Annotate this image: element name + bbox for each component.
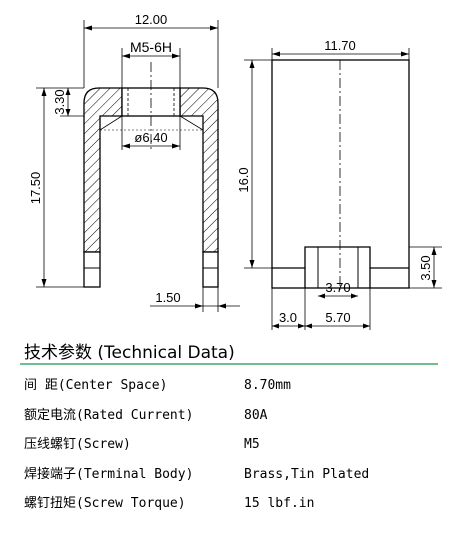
spec-row-rated-current: 额定电流(Rated Current) 80A: [24, 404, 267, 423]
spec-row-terminal-body: 焊接端子(Terminal Body) Brass,Tin Plated: [24, 463, 369, 482]
spec-row-screw: 压线螺钉(Screw) M5: [24, 433, 260, 452]
side-step-height-dim: 3.50: [418, 255, 433, 280]
side-view-step: [272, 246, 409, 269]
side-slot-dim: 5.70: [325, 310, 350, 325]
spec-value: 15 lbf.in: [244, 496, 315, 511]
spec-value: 8.70mm: [244, 378, 291, 393]
section-divider: [20, 363, 438, 365]
spec-value: 80A: [244, 408, 268, 423]
front-height-dim: 17.50: [28, 172, 43, 205]
front-view: 12.00 M5-6H 3.30 ø6.40 17.50: [28, 12, 240, 312]
side-view: 11.70 16.0 3.50 3.70 3.0 5.70: [236, 38, 442, 330]
front-right-leg: [202, 251, 219, 288]
front-width-dim: 12.00: [135, 12, 168, 27]
side-height-dim: 16.0: [236, 167, 251, 192]
side-left-offset-dim: 3.0: [279, 310, 297, 325]
spec-value: Brass,Tin Plated: [244, 467, 370, 482]
spec-label: 间 距(Center Space): [24, 378, 168, 393]
technical-drawing: 12.00 M5-6H 3.30 ø6.40 17.50: [28, 12, 442, 330]
spec-value: M5: [244, 437, 260, 452]
spec-label: 额定电流(Rated Current): [24, 408, 194, 423]
front-hole-dim: ø6.40: [134, 130, 167, 145]
front-top-thickness-dim: 3.30: [52, 89, 67, 114]
spec-row-screw-torque: 螺钉扭矩(Screw Torque) 15 lbf.in: [24, 492, 314, 511]
spec-label: 压线螺钉(Screw): [24, 437, 131, 452]
front-left-leg: [83, 251, 101, 288]
spec-row-center-space: 间 距(Center Space) 8.70mm: [24, 374, 291, 393]
section-title: 技术参数 (Technical Data): [24, 343, 235, 363]
front-thread-dim: M5-6H: [130, 39, 172, 55]
front-leg-dim: 1.50: [155, 290, 180, 305]
spec-label: 螺钉扭矩(Screw Torque): [24, 496, 186, 511]
side-inner-dim: 3.70: [325, 280, 350, 295]
spec-label: 焊接端子(Terminal Body): [24, 467, 194, 482]
side-width-dim: 11.70: [324, 38, 356, 53]
side-view-body: [271, 59, 410, 289]
